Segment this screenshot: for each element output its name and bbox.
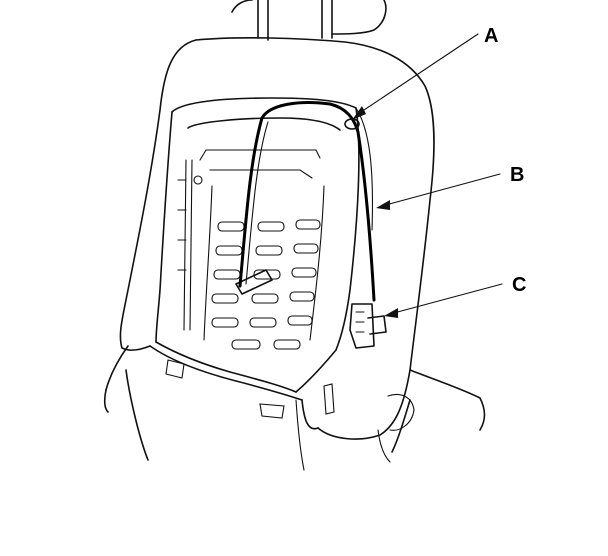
- release-cable: [238, 101, 376, 302]
- callout-label-a: A: [484, 25, 498, 47]
- leader-lines: [352, 33, 503, 318]
- seat-cushion: [103, 359, 486, 471]
- seat-back-shell: [105, 37, 435, 440]
- callout-label-b: B: [510, 164, 524, 186]
- cable-connector: [349, 303, 387, 349]
- headrest: [231, 0, 387, 41]
- cable-clip: [344, 118, 360, 130]
- callout-label-c: C: [512, 274, 526, 296]
- seat-frame-grid: [177, 117, 341, 350]
